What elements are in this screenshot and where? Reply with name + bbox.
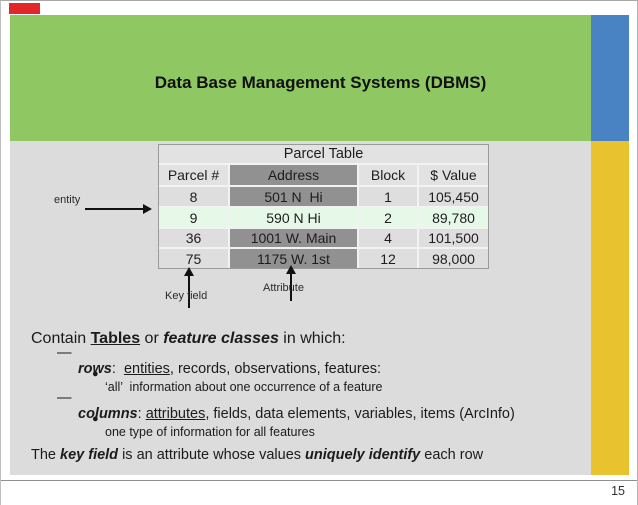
key-field-sentence: The key field is an attribute whose valu…	[31, 447, 483, 463]
title-banner	[10, 15, 591, 141]
table-cell: 501 N Hi	[230, 187, 357, 206]
table-cell: 98,000	[419, 249, 488, 268]
text-segment-attributes: attributes	[145, 405, 206, 422]
dot-bullet: ●	[92, 413, 99, 425]
contain-line: Contain Tables or feature classes in whi…	[31, 330, 346, 348]
bottom-divider	[1, 480, 637, 481]
table-cell: 105,450	[419, 187, 488, 206]
key-field-arrow-icon	[184, 267, 194, 308]
table-cell: 1001 W. Main	[230, 229, 357, 247]
text-segment: in which:	[278, 330, 346, 347]
dash-bullet: —	[57, 390, 72, 406]
yellow-accent-bar	[591, 141, 629, 475]
table-cell: 36	[159, 229, 228, 247]
column-header-address: Address	[230, 165, 357, 185]
entity-label: entity	[54, 194, 81, 206]
red-accent-bar	[9, 3, 40, 14]
text-segment-uniquely-identify: uniquely identify	[305, 446, 421, 463]
column-header-parcel: Parcel #	[159, 165, 228, 185]
text-segment-key-field: key field	[60, 446, 119, 463]
text-segment-columns: columns	[78, 405, 138, 422]
entity-arrow-icon	[85, 204, 152, 214]
text-segment: :	[137, 405, 146, 422]
columns-line: columns: attributes, fields, data elemen…	[78, 406, 515, 422]
table-cell: 12	[359, 249, 417, 268]
columns-sub-line: one type of information for all features	[105, 424, 315, 439]
table-cell-highlighted: 9	[159, 208, 228, 227]
key-field-label: Key field	[165, 290, 208, 302]
table-cell-highlighted: 89,780	[419, 208, 488, 227]
text-segment: or	[140, 330, 164, 347]
table-cell: 75	[159, 249, 228, 268]
text-segment-rows: rows	[78, 360, 112, 377]
table-cell: 1	[359, 187, 417, 206]
text-segment: each row	[420, 446, 484, 463]
parcel-table: Parcel Table Parcel # Address Block $ Va…	[158, 144, 489, 269]
table-cell-highlighted: 590 N Hi	[230, 208, 357, 227]
attribute-label: Attribute	[263, 282, 304, 294]
text-segment-entities: entities	[123, 360, 170, 377]
text-segment: The	[31, 446, 61, 463]
blue-accent-bar	[591, 15, 629, 141]
attribute-arrow-icon	[286, 265, 296, 301]
text-segment: Contain	[31, 330, 91, 347]
page-number: 15	[611, 484, 625, 498]
rows-sub-line: ‘all’ information about one occurrence o…	[105, 379, 383, 394]
text-segment: , records, observations, features:	[169, 360, 382, 377]
dash-bullet: —	[57, 345, 72, 361]
table-cell: 8	[159, 187, 228, 206]
page-title: Data Base Management Systems (DBMS)	[154, 73, 487, 92]
table-title: Parcel Table	[159, 145, 488, 163]
column-header-block: Block	[359, 165, 417, 185]
table-cell: 4	[359, 229, 417, 247]
table-cell: 1175 W. 1st	[230, 249, 357, 268]
table-cell: 101,500	[419, 229, 488, 247]
text-segment-feature-classes: feature classes	[163, 330, 279, 347]
column-header-value: $ Value	[419, 165, 488, 185]
rows-line: rows: entities, records, observations, f…	[78, 361, 381, 377]
dot-bullet: ●	[92, 368, 99, 380]
text-segment: , fields, data elements, variables, item…	[205, 405, 515, 422]
table-cell-highlighted: 2	[359, 208, 417, 227]
text-segment: is an attribute whose values	[118, 446, 306, 463]
text-segment-tables: Tables	[90, 330, 141, 347]
text-segment: :	[111, 360, 124, 377]
